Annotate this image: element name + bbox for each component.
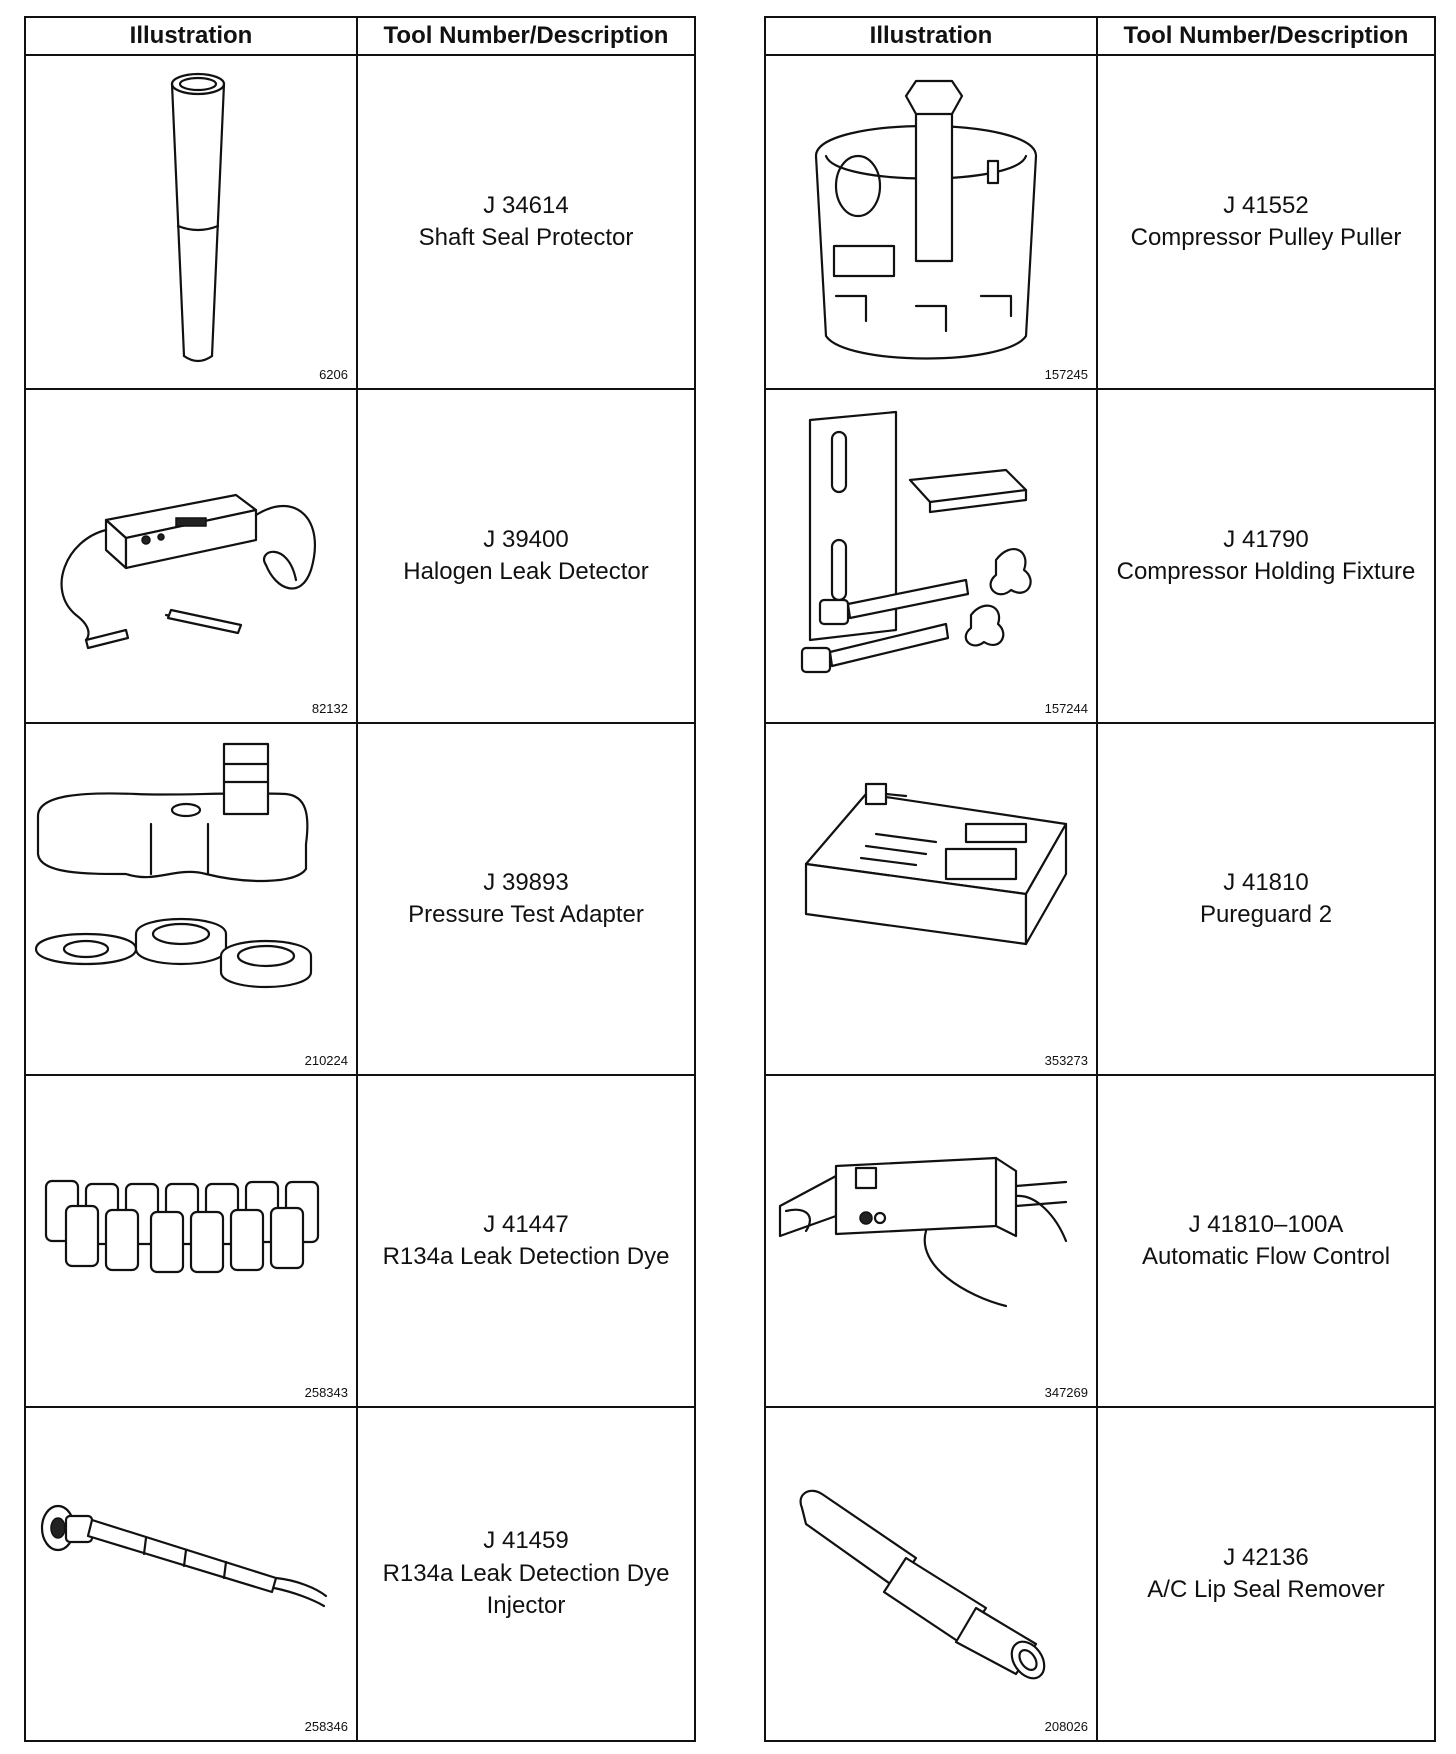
tool-number: J 41790 bbox=[1223, 525, 1309, 553]
holding-fixture-icon bbox=[800, 410, 1032, 674]
table-row: 210224 J 39893 Pressure Test Adapter bbox=[24, 722, 696, 1076]
tools-table-right: Illustration Tool Number/Description 157… bbox=[764, 16, 1436, 1742]
header-illustration: Illustration bbox=[24, 16, 358, 56]
tool-name: R134a Leak Detection Dye Injector bbox=[382, 1559, 670, 1620]
table-row: 258346 J 41459 R134a Leak Detection Dye … bbox=[24, 1406, 696, 1742]
illustration-cell: 347269 bbox=[764, 1074, 1098, 1408]
illustration-cell: 82132 bbox=[24, 388, 358, 724]
leak-detection-dye-icon bbox=[44, 1179, 320, 1274]
pureguard-icon bbox=[804, 782, 1068, 946]
tool-number: J 41552 bbox=[1223, 191, 1309, 219]
dye-injector-icon bbox=[40, 1504, 328, 1608]
tool-name: Shaft Seal Protector bbox=[418, 224, 634, 251]
tool-name: A/C Lip Seal Remover bbox=[1147, 1576, 1385, 1603]
table-row: 157244 J 41790 Compressor Holding Fixtur… bbox=[764, 388, 1436, 724]
tool-name: Pressure Test Adapter bbox=[408, 901, 644, 928]
tool-number: J 39893 bbox=[483, 868, 569, 896]
table-row: 157245 J 41552 Compressor Pulley Puller bbox=[764, 54, 1436, 390]
illustration-cell: 208026 bbox=[764, 1406, 1098, 1742]
tool-description-cell: J 41459 R134a Leak Detection Dye Injecto… bbox=[356, 1406, 696, 1742]
figure-number: 6206 bbox=[319, 367, 348, 382]
tool-description-cell: J 41447 R134a Leak Detection Dye bbox=[356, 1074, 696, 1408]
table-row: 258343 J 41447 R134a Leak Detection Dye bbox=[24, 1074, 696, 1408]
tool-description-cell: J 41790 Compressor Holding Fixture bbox=[1096, 388, 1436, 724]
tool-number: J 39400 bbox=[483, 525, 569, 553]
header-tool-description: Tool Number/Description bbox=[1096, 16, 1436, 56]
tool-name: Compressor Holding Fixture bbox=[1116, 558, 1416, 585]
tool-description-cell: J 41810–100A Automatic Flow Control bbox=[1096, 1074, 1436, 1408]
illustration-cell: 353273 bbox=[764, 722, 1098, 1076]
illustration-cell: 258343 bbox=[24, 1074, 358, 1408]
tool-description-cell: J 34614 Shaft Seal Protector bbox=[356, 54, 696, 390]
tool-description-cell: J 39893 Pressure Test Adapter bbox=[356, 722, 696, 1076]
tool-name: Compressor Pulley Puller bbox=[1130, 224, 1402, 251]
figure-number: 157244 bbox=[1044, 701, 1088, 716]
tool-name: Pureguard 2 bbox=[1199, 901, 1333, 928]
illustration-cell: 6206 bbox=[24, 54, 358, 390]
halogen-leak-detector-icon bbox=[60, 493, 317, 650]
tool-number: J 41810 bbox=[1223, 868, 1309, 896]
illustration-cell: 210224 bbox=[24, 722, 358, 1076]
tool-name: Halogen Leak Detector bbox=[403, 558, 649, 585]
pulley-puller-icon bbox=[814, 79, 1038, 360]
tool-name: Automatic Flow Control bbox=[1141, 1243, 1391, 1270]
shaft-seal-protector-icon bbox=[170, 72, 226, 363]
illustration-cell: 157245 bbox=[764, 54, 1098, 390]
figure-number: 82132 bbox=[311, 701, 348, 716]
tool-description-cell: J 39400 Halogen Leak Detector bbox=[356, 388, 696, 724]
illustration-cell: 258346 bbox=[24, 1406, 358, 1742]
tool-number: J 42136 bbox=[1223, 1543, 1309, 1571]
figure-number: 353273 bbox=[1044, 1053, 1088, 1068]
pressure-test-adapter-icon bbox=[34, 742, 313, 989]
figure-number: 157245 bbox=[1044, 367, 1088, 382]
illustration-cell: 157244 bbox=[764, 388, 1098, 724]
table-row: 208026 J 42136 A/C Lip Seal Remover bbox=[764, 1406, 1436, 1742]
table-row: 353273 J 41810 Pureguard 2 bbox=[764, 722, 1436, 1076]
tool-number: J 34614 bbox=[483, 191, 569, 219]
table-row: 347269 J 41810–100A Automatic Flow Contr… bbox=[764, 1074, 1436, 1408]
tool-description-cell: J 41810 Pureguard 2 bbox=[1096, 722, 1436, 1076]
lip-seal-remover-icon bbox=[799, 1489, 1046, 1680]
figure-number: 210224 bbox=[304, 1053, 348, 1068]
tools-table-left: Illustration Tool Number/Description 620… bbox=[24, 16, 696, 1742]
figure-number: 347269 bbox=[1044, 1385, 1088, 1400]
table-row: 82132 J 39400 Halogen Leak Detector bbox=[24, 388, 696, 724]
tool-description-cell: J 42136 A/C Lip Seal Remover bbox=[1096, 1406, 1436, 1742]
tool-number: J 41459 bbox=[483, 1527, 569, 1555]
figure-number: 258343 bbox=[304, 1385, 348, 1400]
tool-number: J 41810–100A bbox=[1188, 1210, 1344, 1238]
figure-number: 258346 bbox=[304, 1719, 348, 1734]
header-tool-description: Tool Number/Description bbox=[356, 16, 696, 56]
tool-description-cell: J 41552 Compressor Pulley Puller bbox=[1096, 54, 1436, 390]
tool-name: R134a Leak Detection Dye bbox=[382, 1243, 670, 1270]
header-illustration: Illustration bbox=[764, 16, 1098, 56]
tool-number: J 41447 bbox=[483, 1210, 569, 1238]
flow-control-icon bbox=[778, 1156, 1068, 1308]
table-row: 6206 J 34614 Shaft Seal Protector bbox=[24, 54, 696, 390]
figure-number: 208026 bbox=[1044, 1719, 1088, 1734]
